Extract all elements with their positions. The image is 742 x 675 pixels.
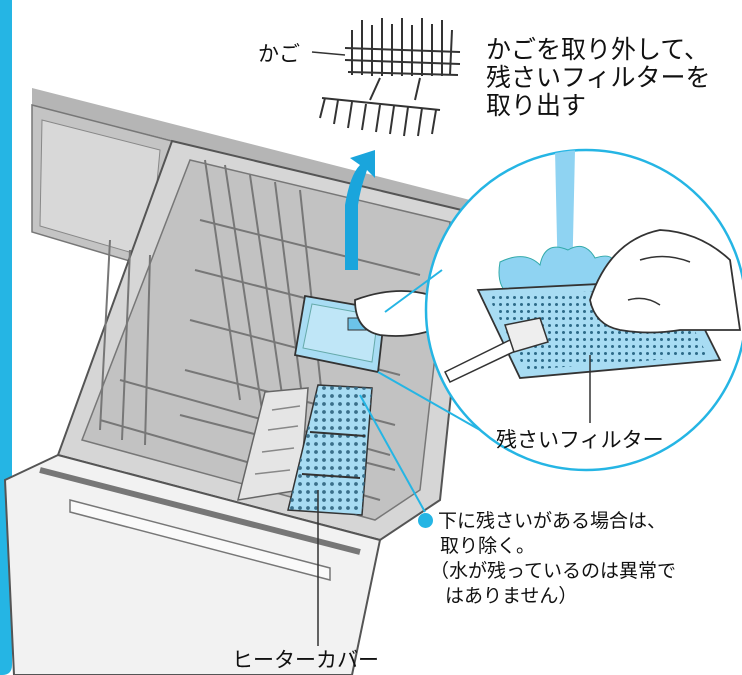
instruction-line-2: 残さいフィルターを (486, 63, 711, 92)
lift-arrow (345, 150, 375, 270)
door-handle (69, 499, 331, 581)
heater-cover-label: ヒーターカバー (232, 648, 379, 672)
instruction-line-1: かごを取り外して、 (486, 35, 710, 64)
door-edge (39, 467, 361, 555)
callout-circle (424, 148, 742, 472)
note-line-2: 取り除く。 (440, 535, 536, 557)
filter-label: 残さいフィルター (496, 428, 664, 452)
note-leader-line (359, 394, 426, 513)
heater-cover (287, 384, 373, 516)
basket-label: かご (258, 42, 300, 66)
basket-rack (319, 18, 461, 137)
callout-connector-bottom (377, 371, 481, 431)
basket-leader-line (311, 51, 346, 56)
residue-note: 下に残さいがある場合は、 取り除く。 （水が残っているのは異常で はありません） (418, 509, 676, 609)
note-line-3: （水が残っているのは異常で (430, 560, 677, 582)
instruction-text: かごを取り外して、 残さいフィルターを 取り出す (486, 36, 711, 120)
instruction-line-3: 取り出す (486, 91, 587, 120)
bullet-icon (418, 513, 433, 528)
callout-connector-top (384, 269, 443, 313)
note-line-1: 下に残さいがある場合は、 (438, 510, 667, 532)
note-line-4: はありません） (445, 585, 578, 607)
